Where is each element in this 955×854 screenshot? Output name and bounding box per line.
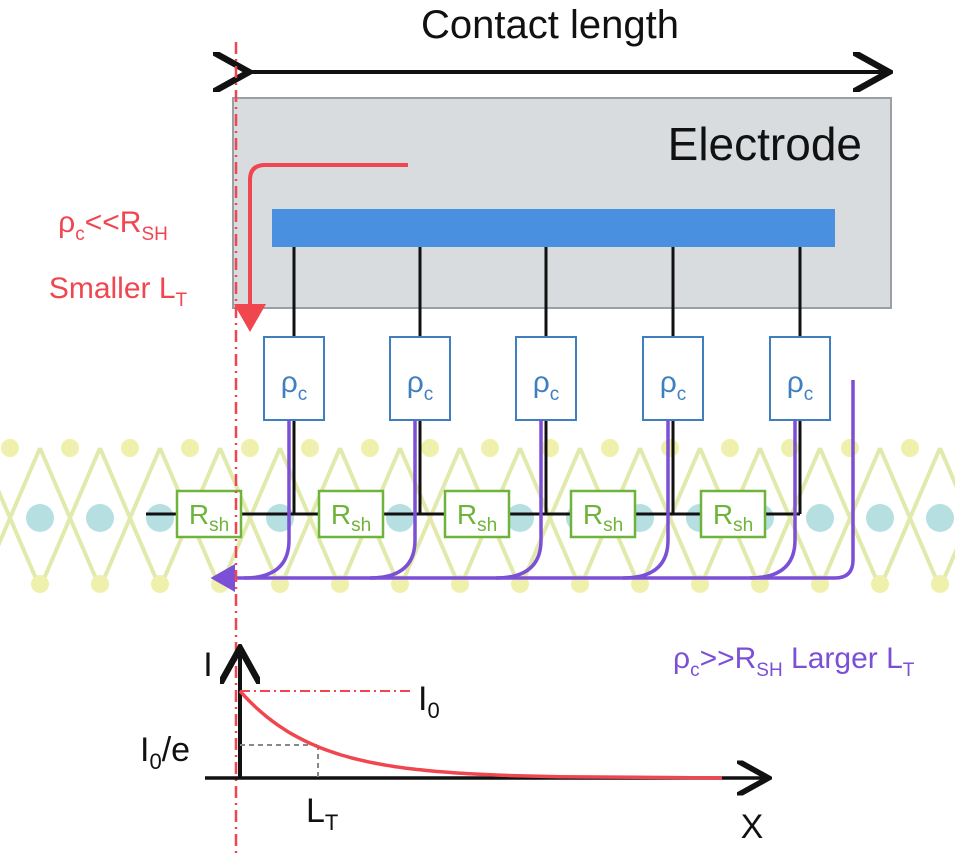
i0e-label: I0/e <box>140 731 190 774</box>
red-current-arrow <box>234 163 408 332</box>
sheet-resistor-label: Rsh <box>713 499 753 536</box>
x-axis-label: X <box>741 808 764 846</box>
left-annotation-line2: Smaller LT <box>49 272 188 311</box>
sheet-resistor-box <box>175 489 243 539</box>
contact-resistor-box <box>642 336 704 421</box>
contact-resistor-label: ρc <box>281 366 308 405</box>
contact-resistor-label: ρc <box>407 366 434 405</box>
contact-resistor-label: ρc <box>533 366 560 405</box>
sheet-resistor-label: Rsh <box>457 499 497 536</box>
lt-label: LT <box>306 792 338 835</box>
i0-label: I0 <box>418 680 440 723</box>
contact-resistor-label: ρc <box>660 366 687 405</box>
sheet-resistor-box <box>443 489 511 539</box>
contact-resistor-label: ρc <box>787 366 814 405</box>
electrode-label: Electrode <box>668 118 862 170</box>
sheet-resistor-label: Rsh <box>583 499 623 536</box>
y-axis-label: I <box>203 646 212 684</box>
left-annotation-line1: ρc<<RSH <box>58 206 168 245</box>
sheet-resistor-box <box>699 489 767 539</box>
sheet-resistor-box <box>317 489 385 539</box>
contact-resistor-box <box>769 336 831 421</box>
sheet-resistor-label: Rsh <box>331 499 371 536</box>
current-decay-curve <box>238 689 723 780</box>
contact-resistor-box <box>389 336 451 421</box>
purple-main-current-arrow <box>210 380 855 592</box>
circuit-wires <box>292 247 802 514</box>
contact-length-title: Contact length <box>421 3 679 47</box>
electrode <box>232 97 892 309</box>
contact-resistor-box <box>263 336 325 421</box>
right-annotation: ρc>>RSH Larger LT <box>673 642 915 681</box>
contact-resistor-box <box>515 336 577 421</box>
sheet-resistor-box <box>569 489 637 539</box>
current-decay-graph: I X I0 I0/e LT <box>140 646 765 846</box>
sheet-resistor-label: Rsh <box>189 499 229 536</box>
electrode-conductor-bar <box>272 209 835 247</box>
